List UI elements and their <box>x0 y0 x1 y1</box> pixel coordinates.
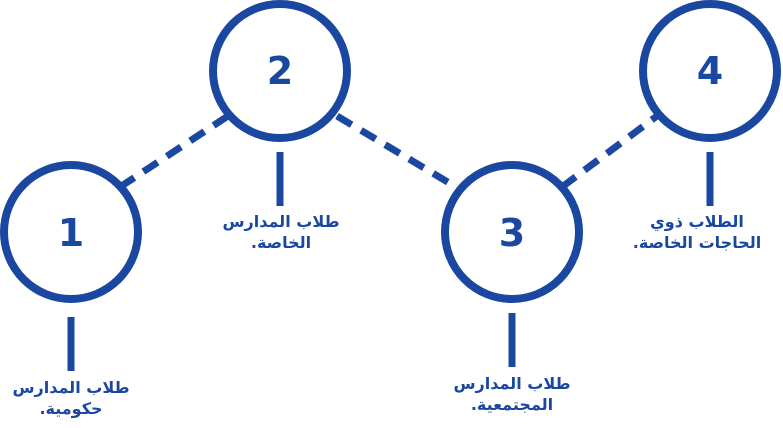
step-label-4: الطلاب ذوي الحاجات الخاصة. <box>612 211 782 253</box>
connector-1-2 <box>118 113 230 190</box>
connector-3-4 <box>559 113 660 190</box>
step-label-1-line-2: حكومية. <box>39 399 103 418</box>
step-label-2: طلاب المدارس الخاصة. <box>196 211 366 253</box>
step-label-2-line-2: الخاصة. <box>250 233 312 252</box>
step-node-4: 4 <box>639 0 781 142</box>
step-label-1: طلاب المدارس حكومية. <box>0 377 156 419</box>
connector-2-3 <box>335 112 458 191</box>
step-circle-1 <box>0 161 142 303</box>
step-node-3: 3 <box>441 161 583 303</box>
step-node-1: 1 <box>0 161 142 303</box>
step-number-4: 4 <box>697 49 723 93</box>
step-label-4-line-2: الحاجات الخاصة. <box>632 233 762 252</box>
step-label-4-line-1: الطلاب ذوي <box>650 212 744 231</box>
step-label-3: طلاب المدارس المجتمعية. <box>427 373 597 415</box>
step-label-2-line-1: طلاب المدارس <box>222 212 340 231</box>
step-label-3-line-2: المجتمعية. <box>470 395 554 414</box>
step-number-2: 2 <box>267 49 293 93</box>
step-circle-3 <box>441 161 583 303</box>
step-label-3-line-1: طلاب المدارس <box>453 374 571 393</box>
step-node-2: 2 <box>209 0 351 142</box>
step-number-3: 3 <box>499 211 525 255</box>
step-circle-2 <box>209 0 351 142</box>
step-label-1-line-1: طلاب المدارس <box>12 378 130 397</box>
step-number-1: 1 <box>58 211 84 255</box>
step-circle-4 <box>639 0 781 142</box>
